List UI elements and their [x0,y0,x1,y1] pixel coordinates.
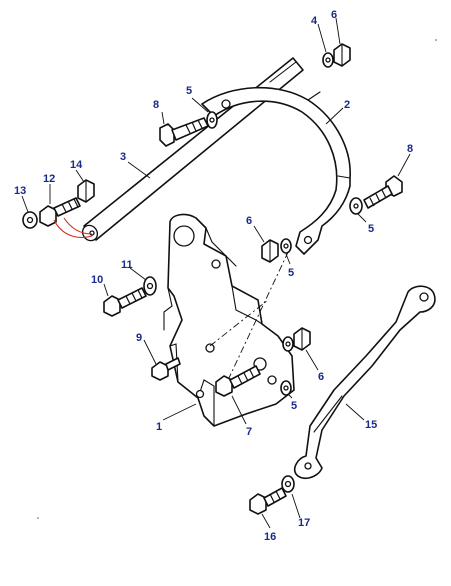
callout-9: 9 [136,332,142,344]
part-17-washer [281,475,295,493]
centerline-b [209,299,269,347]
callout-16: 16 [264,531,276,543]
callout-5-right: 5 [368,223,374,235]
part-6-nut-top [333,43,351,67]
part-10-bolt [103,287,147,317]
callout-12: 12 [43,173,55,185]
callout-5-upper: 5 [186,85,192,97]
callout-8-right: 8 [407,143,413,155]
callout-3: 3 [120,151,126,163]
part-6-nut-middle [261,239,279,263]
leader-lines [21,17,411,529]
part-5-washer-middle [280,238,292,254]
callout-7: 7 [246,426,252,438]
part-5-washer-right [349,197,363,215]
part-14-nut [77,179,95,203]
part-6-nut-lower [293,327,311,351]
part-13-washer [22,211,38,229]
callout-6-lower: 6 [318,371,324,383]
part-1-bracket [163,213,295,427]
callout-2: 2 [344,99,350,111]
callout-5-middle: 5 [288,267,294,279]
part-12-bolt [39,197,81,227]
part-8-bolt-right [363,175,403,209]
callout-14: 14 [70,159,83,171]
callout-labels: 1 2 3 4 6 5 8 8 5 6 5 14 12 13 11 10 9 6… [14,9,413,543]
callout-15: 15 [365,419,377,431]
part-5-washer-bottom [280,380,292,396]
callout-6-top: 6 [331,9,337,21]
part-9-screw [151,357,181,381]
speck [435,39,437,41]
callout-1: 1 [156,421,162,433]
callout-17: 17 [298,517,310,529]
part-5-washer-upper [206,111,218,129]
callout-5-bottom: 5 [291,400,297,412]
callout-4: 4 [311,15,318,27]
speck [37,517,39,519]
part-7-bolt [215,365,261,397]
callout-11: 11 [121,259,133,271]
callout-8-left: 8 [153,99,159,111]
part-16-bolt [249,487,287,515]
part-15-link [293,285,436,480]
callout-6-middle: 6 [246,215,252,227]
part-5-washer-lower [282,336,294,352]
callout-13: 13 [14,185,26,197]
callout-10: 10 [91,274,103,286]
centerline-a [227,247,291,381]
part-11-washer [143,276,157,296]
part-4-washer-top [322,52,334,68]
part-2-strap [201,86,351,255]
